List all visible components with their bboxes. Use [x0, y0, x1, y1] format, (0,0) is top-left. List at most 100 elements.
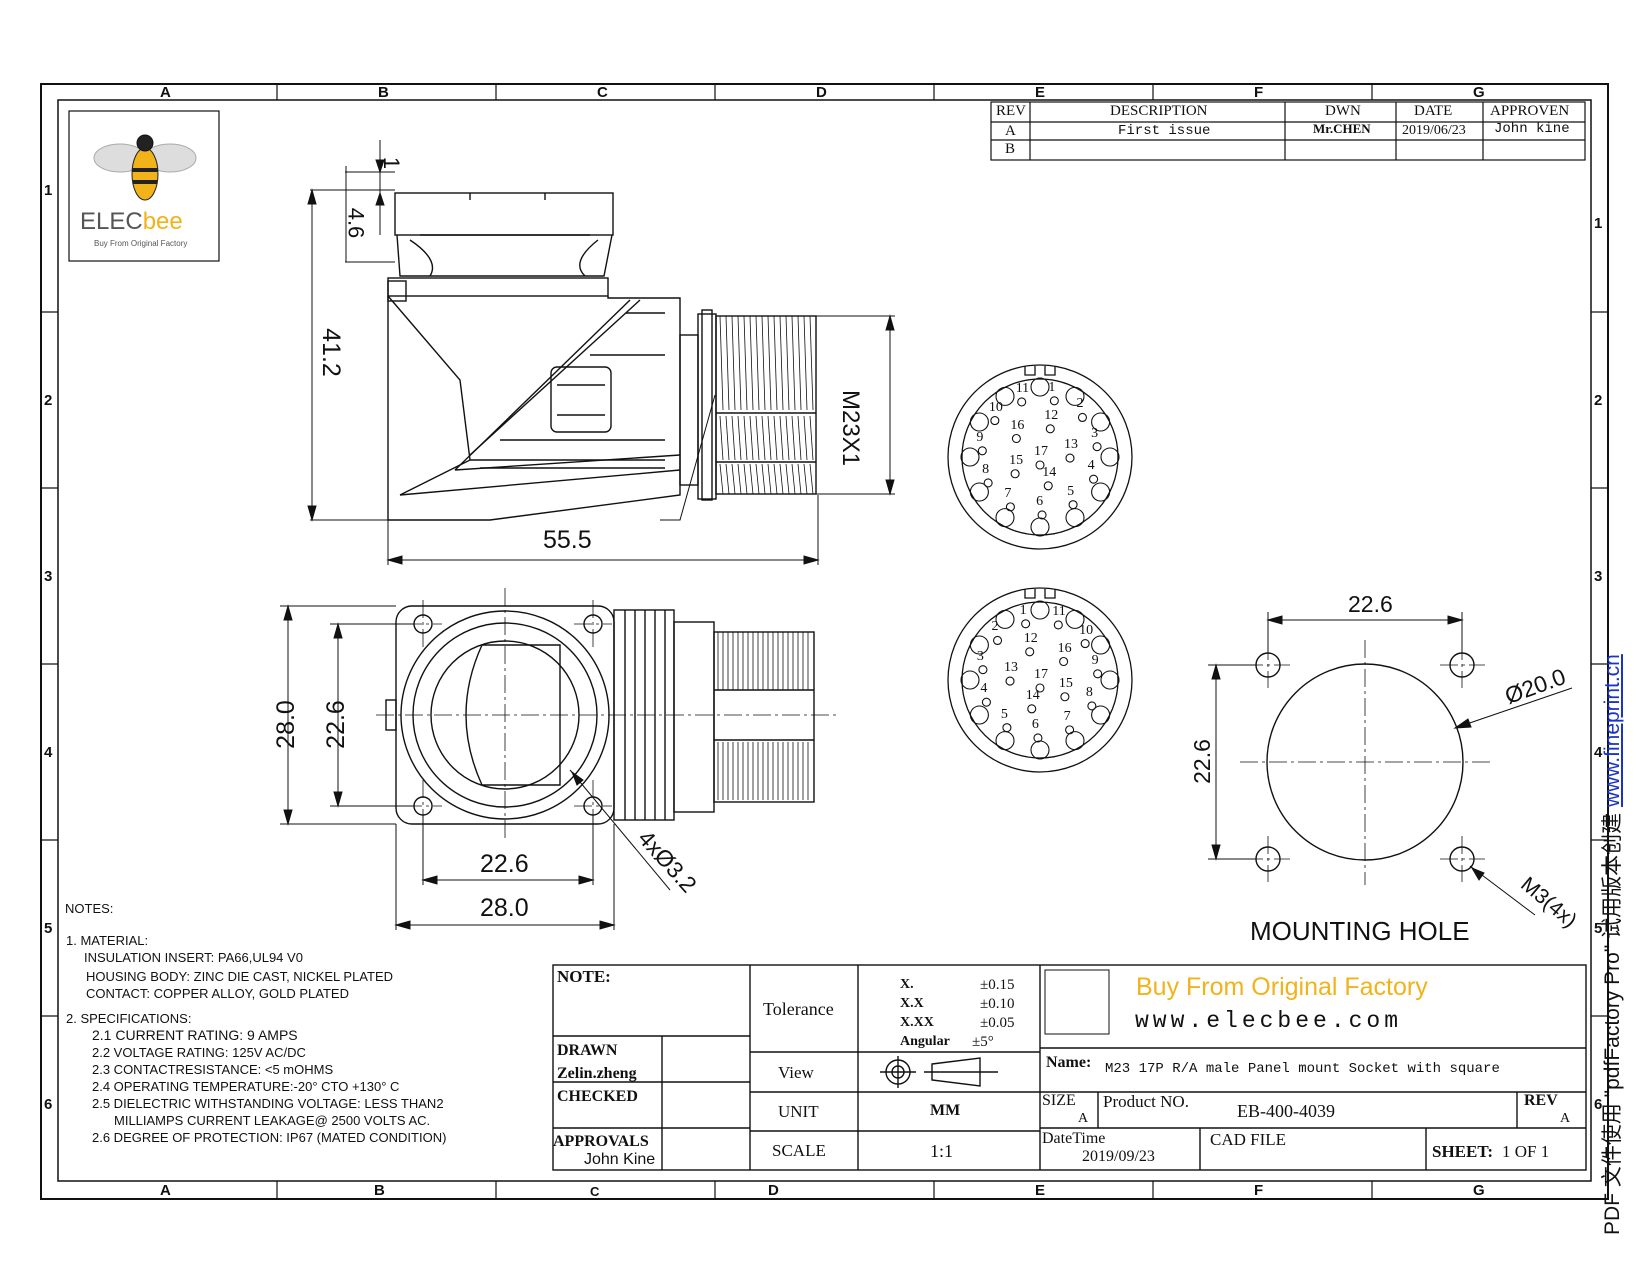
zone-2: 2 — [44, 392, 53, 409]
tol-key-2: X.X — [900, 996, 924, 1011]
unit-value: MM — [930, 1102, 961, 1119]
datetime-label: DateTime — [1042, 1130, 1106, 1147]
zone-3: 3 — [1594, 568, 1603, 585]
note-line: 2.5 DIELECTRIC WITHSTANDING VOLTAGE: LES… — [92, 1096, 444, 1111]
pin-label: 5 — [1067, 483, 1075, 499]
approvals-label: APPROVALS — [553, 1133, 649, 1150]
notes-title: NOTES: — [65, 901, 114, 916]
pin-face-top — [947, 364, 1133, 550]
zone-b: B — [378, 84, 389, 101]
brand-tagline: Buy From Original Factory — [94, 239, 188, 248]
dim-mount-height: 22.6 — [1188, 739, 1215, 784]
mounting-hole-label: MOUNTING HOLE — [1250, 916, 1470, 946]
pin-label: 15 — [1009, 452, 1024, 468]
pin-label: 14 — [1042, 464, 1057, 480]
note-line: INSULATION INSERT: PA66,UL94 V0 — [84, 950, 303, 965]
notes-list: 1. MATERIAL: INSULATION INSERT: PA66,UL9… — [66, 932, 446, 1146]
note-line: HOUSING BODY: ZINC DIE CAST, NICKEL PLAT… — [86, 969, 394, 984]
date-header: DATE — [1414, 103, 1453, 119]
size-value: A — [1078, 1111, 1089, 1126]
dim-thread: M23X1 — [837, 390, 864, 467]
dim-top-gap: 1 — [379, 156, 405, 170]
zone-d: D — [768, 1182, 779, 1199]
pin-label: 12 — [1023, 630, 1038, 646]
size-label: SIZE — [1042, 1092, 1076, 1109]
tolerance-label: Tolerance — [763, 999, 834, 1019]
zone-1: 1 — [44, 182, 53, 199]
tol-key-4: Angular — [900, 1034, 950, 1049]
pin-label: 12 — [1044, 407, 1059, 423]
rev-b: B — [1005, 141, 1016, 157]
zone-2: 2 — [1594, 392, 1603, 409]
dim-outer-width: 28.0 — [480, 894, 529, 922]
pin-label: 2 — [991, 619, 999, 635]
pin-label: 2 — [1076, 396, 1084, 412]
pin-label: 16 — [1010, 417, 1025, 433]
zone-f: F — [1254, 1182, 1264, 1199]
dim-mount-width: 22.6 — [1348, 591, 1393, 617]
zone-b: B — [374, 1182, 385, 1199]
dwn-header: DWN — [1325, 103, 1361, 119]
tol-key-1: X. — [900, 977, 914, 992]
tol-val-2: ±0.10 — [980, 996, 1015, 1012]
pin-label: 8 — [1085, 684, 1093, 700]
pin-label: 9 — [976, 429, 984, 445]
dim-inner-height: 22.6 — [321, 700, 350, 749]
sheet-label: SHEET: — [1432, 1142, 1494, 1161]
pin-label: 11 — [1052, 603, 1066, 619]
pin-label: 17 — [1034, 667, 1048, 682]
name-label: Name: — [1046, 1054, 1092, 1071]
pin-label: 6 — [1036, 493, 1044, 509]
dim-height: 41.2 — [316, 328, 345, 377]
website: www.elecbee.com — [1135, 1008, 1403, 1034]
pin-label: 6 — [1031, 716, 1039, 732]
zone-a: A — [160, 1182, 171, 1199]
cadfile-label: CAD FILE — [1210, 1130, 1287, 1149]
scale-value: 1:1 — [930, 1141, 954, 1161]
pin-label: 11 — [1015, 380, 1030, 396]
rev-a: A — [1005, 123, 1016, 139]
sheet-value: 1 OF 1 — [1502, 1142, 1550, 1161]
zone-4: 4 — [1594, 744, 1603, 761]
note-line: 2.1 CURRENT RATING: 9 AMPS — [92, 1027, 298, 1043]
pin-label: 10 — [1079, 622, 1094, 638]
rev-value: A — [1560, 1111, 1571, 1126]
product-label: Product NO. — [1103, 1092, 1189, 1111]
bee-logo-icon — [93, 134, 197, 201]
approven-header: APPROVEN — [1490, 103, 1570, 119]
scale-label: SCALE — [772, 1141, 826, 1160]
pin-label: 9 — [1091, 652, 1099, 668]
pin-label: 16 — [1057, 640, 1072, 656]
dim-inner-width: 22.6 — [480, 850, 529, 878]
pin-label: 4 — [980, 681, 988, 697]
rev-a-approven: John kine — [1494, 121, 1570, 137]
rev-a-dwn: Mr.CHEN — [1313, 121, 1371, 136]
pin-label: 7 — [1004, 485, 1012, 501]
watermark-link[interactable]: www.fineprint.cn — [1601, 654, 1624, 808]
rev-header: REV — [996, 103, 1026, 119]
tol-val-3: ±0.05 — [980, 1015, 1015, 1031]
rev-a-description: First issue — [1118, 123, 1211, 139]
pin-label: 15 — [1058, 675, 1073, 691]
zone-a: A — [160, 84, 171, 101]
brand-logo: ELECbee — [80, 210, 183, 234]
note-line: 1. MATERIAL: — [66, 933, 149, 948]
name-value: M23 17P R/A male Panel mount Socket with… — [1105, 1061, 1500, 1077]
pin-label: 13 — [1004, 660, 1019, 676]
view-label: View — [778, 1063, 814, 1082]
tol-key-3: X.XX — [900, 1015, 934, 1030]
product-value: EB-400-4039 — [1237, 1101, 1335, 1121]
pin-label: 3 — [1091, 425, 1099, 441]
brand-slogan: Buy From Original Factory — [1136, 973, 1428, 1001]
dim-cap: 4.6 — [343, 207, 369, 239]
note-label: NOTE: — [557, 967, 611, 986]
brand-right: bee — [142, 208, 183, 235]
zone-1: 1 — [1594, 215, 1603, 232]
note-line: CONTACT: COPPER ALLOY, GOLD PLATED — [86, 986, 349, 1001]
zone-5: 5 — [1594, 920, 1603, 937]
pin-label: 17 — [1034, 444, 1048, 459]
rev-a-date: 2019/06/23 — [1402, 123, 1466, 138]
datetime-value: 2019/09/23 — [1082, 1148, 1155, 1165]
zone-e: E — [1035, 84, 1046, 101]
